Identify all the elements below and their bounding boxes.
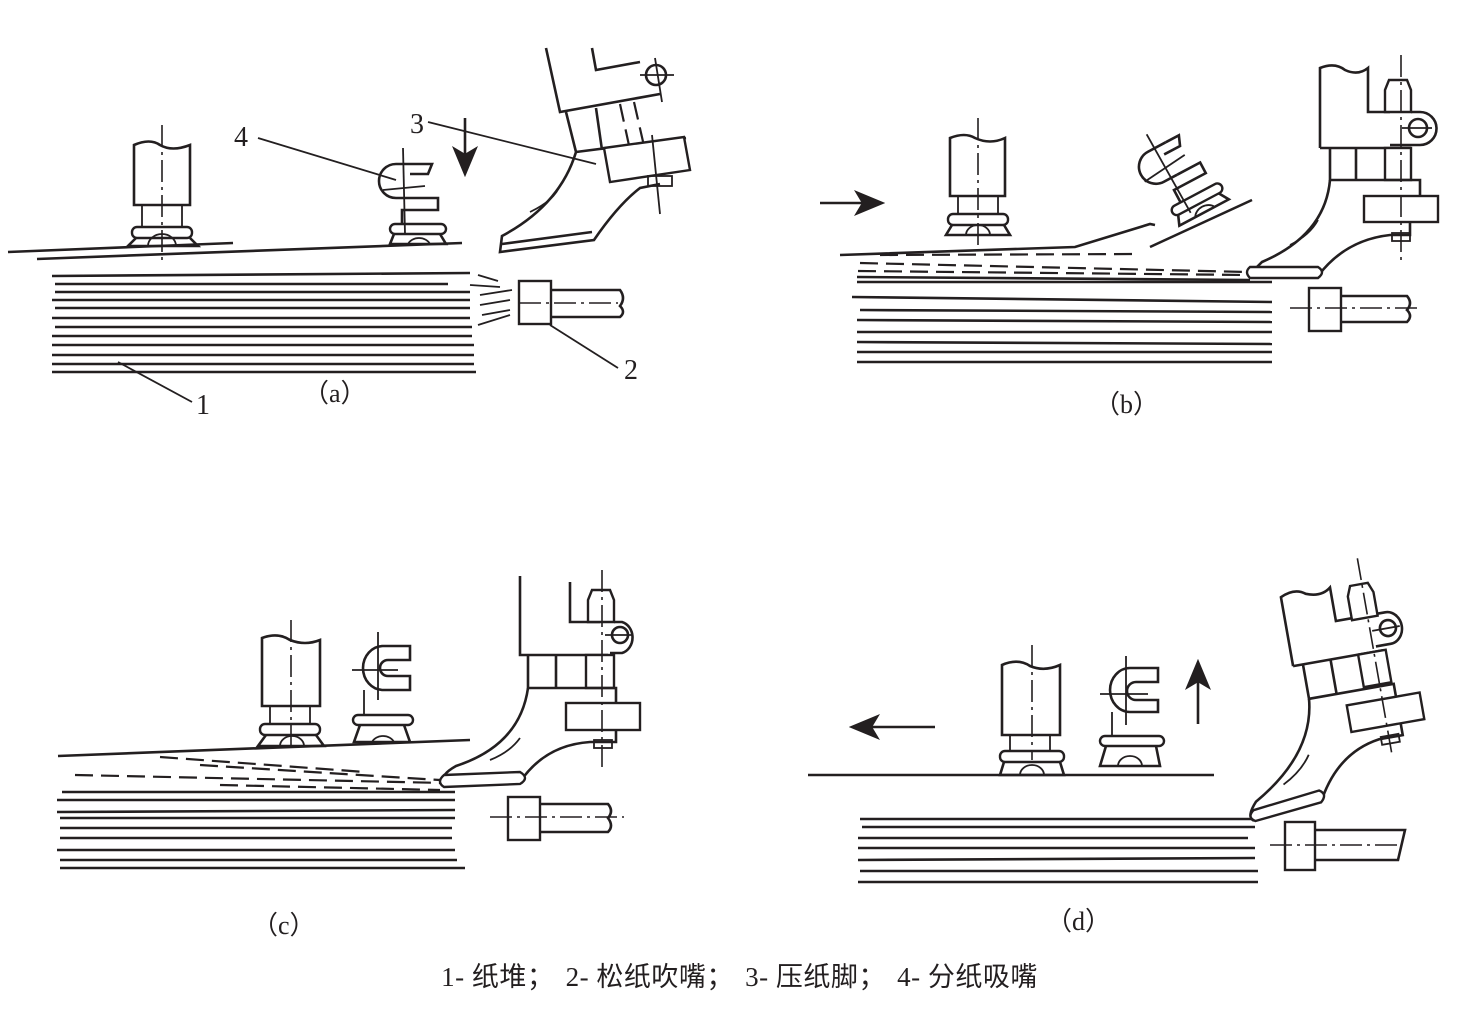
presser-foot (438, 570, 642, 789)
subfigure-label-c: （c） (252, 911, 316, 940)
caption-item-paper-stack: 1- 纸堆； (441, 962, 555, 992)
subfigure-d: （d） (808, 558, 1426, 936)
blower-nozzle (490, 795, 624, 842)
callout-leader-4 (257, 137, 397, 181)
air-blow-lines (469, 274, 513, 326)
caption-item-presser-foot: 3- 压纸脚； (745, 962, 886, 992)
paper-stack (51, 271, 476, 374)
separating-sucker (1098, 656, 1166, 768)
separating-sucker (351, 632, 415, 744)
forward-sucker (943, 118, 1013, 250)
subfigure-b: （b） (820, 55, 1440, 419)
caption-item-blower-nozzle: 2- 松纸吹嘴； (565, 962, 734, 992)
callout-leader-1 (117, 361, 193, 403)
paper-stack (857, 817, 1258, 884)
top-sheet-line (1149, 198, 1253, 249)
subfigure-a: 1 2 3 4 （a） (7, 47, 692, 421)
caption-item-separating-sucker: 4- 分纸吸嘴 (897, 962, 1038, 992)
blower-nozzle (1290, 286, 1420, 333)
callout-leader-3 (427, 121, 597, 165)
subfigure-label-b: （b） (1094, 390, 1159, 419)
top-sheet-line (7, 241, 234, 254)
blower-nozzle (517, 279, 625, 326)
callout-3: 3 (410, 109, 424, 140)
callout-leader-2 (549, 324, 619, 369)
lifted-sheets-dashed (856, 252, 1251, 282)
paper-stack (851, 280, 1273, 364)
callout-2: 2 (624, 355, 638, 386)
separating-sucker (377, 147, 449, 246)
forward-sucker (124, 125, 202, 262)
separating-sucker-tilted (1137, 133, 1232, 228)
paper-stack (56, 790, 465, 870)
presser-foot (498, 47, 692, 254)
figure-caption: 1- 纸堆； 2- 松纸吹嘴； 3- 压纸脚； 4- 分纸吸嘴 (0, 955, 1479, 994)
callout-1: 1 (196, 390, 210, 421)
subfigure-label-d: （d） (1046, 907, 1111, 936)
blower-nozzle (1270, 820, 1407, 872)
presser-foot-lifted (1249, 558, 1426, 823)
subfigure-c: （c） (56, 570, 642, 940)
forward-sucker (255, 620, 327, 748)
presser-foot (1245, 55, 1440, 280)
top-sheet-line (36, 241, 463, 261)
lifted-sheets-dashed (74, 755, 446, 792)
top-sheet-line (839, 222, 1156, 257)
callout-4: 4 (234, 122, 248, 153)
forward-sucker (998, 645, 1066, 777)
subfigure-label-a: （a） (303, 379, 367, 408)
